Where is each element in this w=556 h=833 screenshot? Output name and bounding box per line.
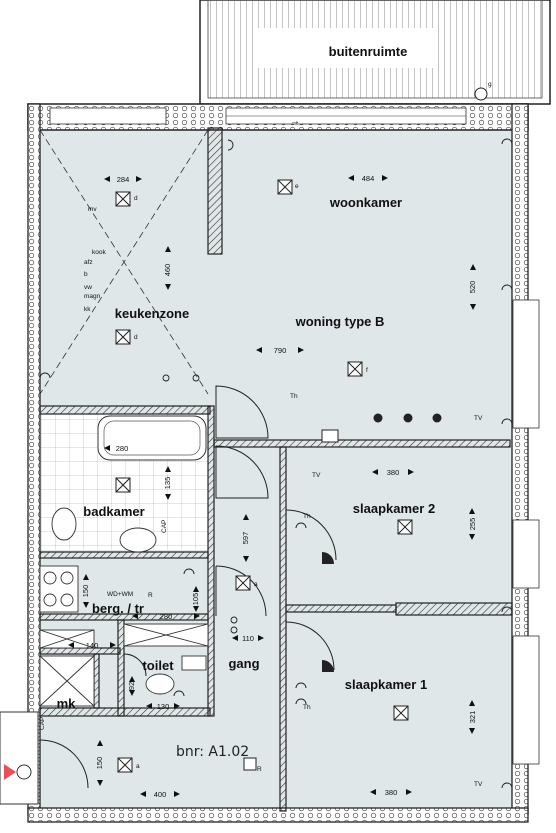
plan-type-label: woning type B (295, 314, 385, 329)
door-leaves (322, 413, 442, 672)
kitchen-item-magn: magn (84, 293, 101, 300)
kitchen-item-b: b (84, 271, 88, 278)
kitchen-item-kook: kook (92, 249, 106, 256)
room-label-badkamer: badkamer (83, 504, 144, 519)
dim-bath-height: 135 (163, 477, 172, 490)
dim-storage-height-2: 105 (191, 593, 200, 606)
interior-walls (39, 127, 513, 812)
unit-number: bnr: A1.02 (176, 744, 249, 760)
tag-th-1: Th (290, 393, 298, 400)
kitchen-item-kk: kk (84, 306, 91, 313)
dim-hall-height: 597 (241, 532, 250, 545)
tag-a-entry: a (136, 763, 140, 770)
room-label-buitenruimte: buitenruimte (329, 44, 408, 59)
room-label-keukenzone: keukenzone (115, 306, 189, 321)
tag-tv-3: TV (474, 781, 483, 788)
tag-e: e (295, 183, 299, 190)
dim-storage-width: 280 (160, 612, 173, 621)
room-label-berg: berg. / tr (92, 601, 144, 616)
room-label-slaapkamer-1: slaapkamer 1 (345, 677, 427, 692)
dim-mk-width: 140 (86, 641, 99, 650)
dim-bed2-height: 255 (468, 518, 477, 531)
texts: buitenruimte woonkamer keukenzone woning… (39, 44, 492, 799)
dim-toilet-width: 130 (157, 702, 170, 711)
dim-kitchen-width: 284 (117, 175, 130, 184)
balcony (199, 0, 551, 105)
dim-bed1-width: 380 (385, 788, 398, 797)
dim-bed2-width: 380 (387, 468, 400, 477)
dim-toilet-height: 92 (127, 682, 136, 690)
kitchen-item-mv: mv (88, 206, 97, 213)
room-label-gang: gang (228, 656, 259, 671)
dimension-arrows (68, 175, 476, 797)
entrance-marker (4, 764, 32, 780)
room-label-toilet: toilet (142, 658, 174, 673)
tag-g: g (488, 81, 492, 88)
kitchen-item-afz: afz (84, 259, 93, 266)
wall-sockets (39, 138, 513, 789)
dim-living-height: 520 (468, 281, 477, 294)
light-fixtures (115, 179, 413, 773)
tag-a-hall: a (254, 581, 258, 588)
dim-bed1-height: 321 (468, 711, 477, 724)
room-label-mk: mk (57, 696, 77, 711)
tag-th-3: Th (303, 704, 311, 711)
tag-cap-2: CAP (39, 717, 46, 730)
dim-entry-height: 150 (95, 757, 104, 770)
tag-r-2: R (148, 592, 153, 599)
dim-bathtub: 280 (116, 444, 129, 453)
room-label-slaapkamer-2: slaapkamer 2 (353, 501, 435, 516)
room-label-woonkamer: woonkamer (329, 195, 402, 210)
tag-r-1: R (257, 766, 262, 773)
dim-living-width: 484 (362, 174, 375, 183)
washer-label: WD+WM (107, 591, 133, 598)
dim-hall-width: 110 (242, 634, 254, 643)
tag-tv-2: TV (312, 472, 321, 479)
tag-d-1: d (134, 195, 138, 202)
tag-tv-1: TV (474, 415, 483, 422)
dim-storage-height: 150 (81, 585, 90, 598)
exterior-walls (0, 103, 540, 823)
dim-overall-width: 790 (274, 346, 287, 355)
kitchen-counter (39, 129, 209, 395)
tag-f: f (366, 367, 368, 374)
dim-kitchen-height: 460 (163, 264, 172, 277)
tag-cap-1: CAP (161, 520, 168, 533)
cabinets (39, 507, 209, 707)
tag-th-2: Th (303, 513, 311, 520)
direction-arrow: → (290, 116, 300, 127)
door-swings (39, 385, 337, 789)
dim-entry-width: 400 (154, 790, 167, 799)
kitchen-item-vw: vw (84, 284, 92, 291)
tag-d-2: d (134, 334, 138, 341)
